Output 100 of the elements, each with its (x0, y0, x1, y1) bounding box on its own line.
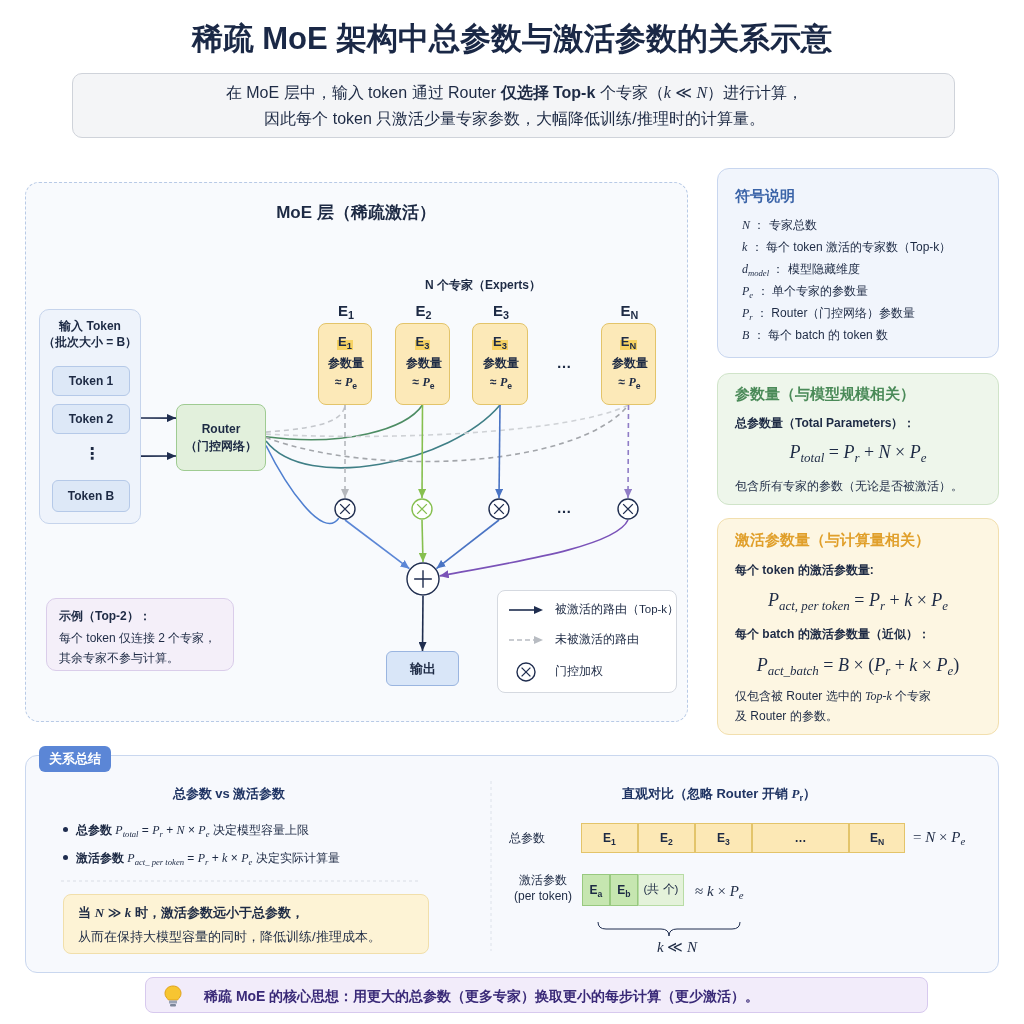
ellipsis: … (555, 498, 573, 518)
formula-text: k ≪ N (655, 938, 699, 957)
dashed-arrow (341, 404, 349, 499)
row-label: 总参数 (509, 830, 546, 847)
panel-heading: 参数量（与模型规模相关） (735, 384, 916, 404)
expert-heading: E$_{3}$ (492, 301, 510, 322)
formula-text: = N × P$_{e}$ (913, 828, 967, 848)
output-label: 输出 (409, 659, 436, 678)
subheading: 每个 token 的激活参数量: (735, 562, 875, 579)
note-text: 包含所有专家的参数（无论是否被激活）。 (735, 478, 964, 495)
dashed-curved-line (265, 404, 630, 438)
bullet-text: 总参数 P$_{total}$ = P$_{r}$ + N × P$_{e}$ 决定模型容量上限 (76, 822, 310, 839)
arrow (344, 519, 411, 570)
curved-line (265, 444, 340, 525)
bar-segment (752, 823, 849, 853)
bar-segment (849, 823, 905, 853)
router-box (176, 404, 266, 471)
token-box (52, 366, 130, 396)
expert-heading: E$_{N}$ (619, 301, 640, 322)
multiply-circle (488, 498, 510, 520)
total-params-panel (717, 373, 999, 505)
symbol-definition: P$_{r}$ ： Router（门控网络）参数量 (742, 305, 917, 322)
symbol-definition: B ： 每个 batch 的 token 数 (742, 327, 890, 344)
token-label: Token 2 (68, 410, 114, 428)
param-text: 参数量 ≈ P$_{e}$ (327, 355, 365, 392)
segment-label: E$_{N}$ (869, 829, 885, 847)
curved-arrow (438, 519, 629, 579)
bar-segment (638, 823, 695, 853)
formula: P$_{total}$ = P$_{r}$ + N × P$_{e}$ (788, 441, 928, 465)
vertical-ellipsis: ⋮ (83, 444, 101, 464)
segment-label: E$_{1}$ (603, 829, 616, 847)
token-label: Token 1 (68, 372, 114, 390)
multiply-circle (334, 498, 356, 520)
param-text: 参数量 ≈ P$_{e}$ (482, 355, 520, 392)
expert-heading: E$_{1}$ (337, 301, 355, 322)
dashed-arrow (624, 404, 633, 499)
group-label: N 个专家（Experts） (424, 277, 542, 294)
column-heading: 直观对比（忽略 Router 开销 P$_{r}$） (620, 785, 818, 803)
note-text: 仅包含被 Router 选中的 Top-k 个专家及 Router 的参数。 (735, 688, 933, 725)
token-label: Token B (67, 487, 115, 505)
bar-segment (581, 823, 638, 853)
ellipsis: … (555, 353, 573, 373)
intro-box (72, 73, 955, 138)
formula-text: ≈ k × P$_{e}$ (695, 882, 745, 902)
multiply-circle (617, 498, 639, 520)
example-heading: 示例（Top-2）： (59, 608, 152, 625)
arrow (140, 452, 177, 461)
bar-segment (582, 874, 610, 906)
legend-label: 被激活的路由（Top-k） (555, 602, 680, 617)
active-params-panel (717, 518, 999, 735)
notation-panel (717, 168, 999, 358)
symbol-definition: N ： 专家总数 (742, 217, 818, 234)
bar-segment (638, 874, 684, 906)
arrow (418, 404, 427, 499)
panel-heading: 符号说明 (735, 186, 796, 206)
symbol-definition: k ： 每个 token 激活的专家数（Top-k） (742, 239, 953, 256)
key-idea-text: 稀疏 MoE 的核心思想：用更大的总参数（更多专家）换取更小的每步计算（更少激活）。 (204, 987, 761, 1006)
param-text: 参数量 ≈ P$_{e}$ (404, 355, 443, 392)
subheading: 每个 batch 的激活参数量（近似）： (735, 626, 931, 643)
subheading: 总参数量（Total Parameters）： (735, 415, 917, 432)
curved-line (265, 404, 424, 441)
formula: P$_{act, per token}$ = P$_{r}$ + k × P$_{e}$ (766, 589, 950, 613)
bar-segment (610, 874, 638, 906)
token-box (52, 480, 130, 512)
group-heading: 输入 Token（批次大小 = B） (41, 318, 139, 351)
legend-label: 门控加权 (555, 664, 603, 679)
arrow (435, 519, 500, 570)
segment-label: … (794, 829, 807, 847)
segment-label: E$_{b}$ (617, 881, 631, 899)
section-tag: 关系总结 (39, 746, 111, 772)
example-box (46, 598, 234, 671)
arrow (418, 595, 427, 652)
formula: P$_{act_batch}$ = B × (P$_{r}$ + k × P$_{e}$) (755, 654, 961, 678)
router-label: Router（门控网络） (184, 421, 258, 454)
arrow (418, 519, 427, 563)
token-box (52, 404, 130, 434)
panel-heading: 激活参数量（与计算量相关） (735, 530, 931, 550)
sum-circle (406, 562, 440, 596)
input-token-group (39, 309, 141, 524)
moe-layer-panel (25, 182, 688, 722)
symbol-definition: d$_{model}$ ： 模型隐藏维度 (742, 261, 861, 278)
curved-line (265, 404, 501, 469)
arrow (495, 404, 504, 499)
column-heading: 总参数 vs 激活参数 (171, 785, 287, 803)
param-text: 参数量 ≈ P$_{e}$ (610, 355, 649, 392)
symbol-definition: P$_{e}$ ： 单个专家的参数量 (742, 283, 869, 300)
legend-label: 未被激活的路由 (555, 632, 639, 647)
intro-text: 在 MoE 层中，输入 token 通过 Router 仅选择 Top-k 个专家（k ≪ N）进行计算，因此每个 token 只激活少量专家参数，大幅降低训练/推理时的计算量。 (224, 83, 805, 129)
segment-label: (共 个) (643, 882, 679, 898)
bullet-text: 激活参数 P$_{act_ per token}$ = P$_{r}$ + k × P$_{e}$ 决定实际计算量 (76, 850, 341, 867)
arrow (140, 414, 177, 423)
segment-label: E$_{a}$ (589, 881, 603, 899)
note-text: 当 N ≫ k 时，激活参数远小于总参数，从而在保持大模型容量的同时，降低训练/推理成本。 (78, 904, 382, 946)
segment-label: E$_{2}$ (660, 829, 673, 847)
output-box (386, 651, 459, 686)
note-box (63, 894, 429, 954)
row-label: 激活参数 (per token) (513, 872, 573, 904)
bar-segment (695, 823, 752, 853)
panel-heading: MoE 层（稀疏激活） (275, 202, 437, 224)
example-text: 每个 token 仅连接 2 个专家，其余专家不参与计算。 (59, 630, 218, 667)
